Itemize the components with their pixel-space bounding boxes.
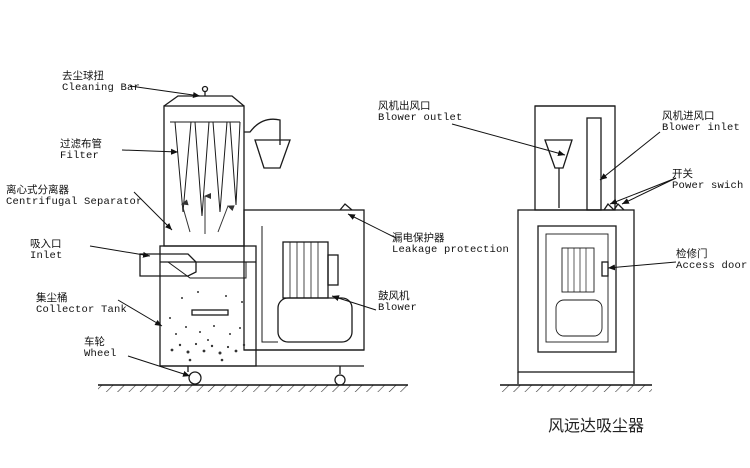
label-en: Blower: [378, 302, 418, 314]
label-zh: 去尘球扭: [62, 70, 104, 82]
label-cleaning-bar: 去尘球扭 Cleaning Bar: [62, 70, 140, 94]
outlet-funnel: [254, 139, 291, 169]
label-en: Blower inlet: [662, 122, 741, 134]
collector-tank: [159, 245, 257, 367]
label-zh: 开关: [672, 168, 693, 180]
label-en: Inlet: [30, 250, 63, 262]
label-collector-tank: 集尘桶 Collector Tank: [36, 292, 127, 316]
inlet-pipe: [139, 253, 197, 277]
front-cabinet: [517, 209, 635, 373]
label-zh: 风机进风口: [662, 110, 715, 122]
label-access-door: 检修门 Access door: [676, 248, 748, 272]
front-motor: [561, 247, 595, 293]
front-tower: [534, 105, 616, 211]
label-wheel: 车轮 Wheel: [84, 336, 117, 360]
label-blower-outlet: 风机出风口 Blower outlet: [378, 100, 463, 124]
label-zh: 离心式分离器: [6, 184, 69, 196]
door-latch: [601, 261, 609, 277]
filter-housing: [163, 105, 245, 247]
label-en: Wheel: [84, 348, 117, 360]
leader-lines: [89, 85, 677, 377]
cleaning-bar-knob: [201, 85, 209, 93]
label-zh: 集尘桶: [36, 292, 68, 304]
wheel-front: [188, 371, 202, 385]
blower-housing: [277, 297, 353, 343]
ground-right: [500, 384, 652, 392]
label-zh: 过滤布管: [60, 138, 102, 150]
label-zh: 风机出风口: [378, 100, 431, 112]
label-en: Leakage protection: [392, 244, 510, 256]
tank-handle: [191, 309, 229, 316]
front-access-door: [537, 225, 617, 353]
ground-left: [98, 384, 408, 392]
label-zh: 鼓风机: [378, 290, 410, 302]
label-zh: 检修门: [676, 248, 708, 260]
label-en: Blower outlet: [378, 112, 463, 124]
label-power-switch: 开关 Power swich: [672, 168, 744, 192]
label-blower: 鼓风机 Blower: [378, 290, 417, 314]
housing-cap: [163, 95, 245, 107]
label-centrifugal-separator: 离心式分离器 Centrifugal Separator: [6, 184, 143, 208]
label-en: Cleaning Bar: [62, 82, 141, 94]
dust-particles: [169, 291, 246, 362]
front-view: [517, 105, 635, 384]
label-zh: 吸入口: [30, 238, 62, 250]
front-inlet-pipe: [586, 117, 602, 211]
label-en: Centrifugal Separator: [6, 196, 143, 208]
label-leakage-protection: 漏电保护器 Leakage protection: [392, 232, 509, 256]
airflow-arrows: [181, 193, 235, 234]
motor-end: [327, 254, 339, 286]
label-en: Collector Tank: [36, 304, 128, 316]
side-view: [139, 85, 365, 386]
label-en: Access door: [676, 260, 748, 272]
wheel-rear: [334, 374, 346, 386]
label-zh: 漏电保护器: [392, 232, 445, 244]
top-pipe: [244, 118, 281, 145]
label-en: Filter: [60, 150, 100, 162]
label-inlet: 吸入口 Inlet: [30, 238, 63, 262]
leakage-switch-top: [339, 203, 353, 211]
label-zh: 车轮: [84, 336, 105, 348]
label-blower-inlet: 风机进风口 Blower inlet: [662, 110, 740, 134]
figure-caption: 风远达吸尘器: [548, 416, 645, 435]
label-en: Power swich: [672, 180, 744, 192]
filter-bags: [170, 121, 241, 217]
label-filter: 过滤布管 Filter: [60, 138, 102, 162]
front-funnel: [544, 139, 573, 169]
